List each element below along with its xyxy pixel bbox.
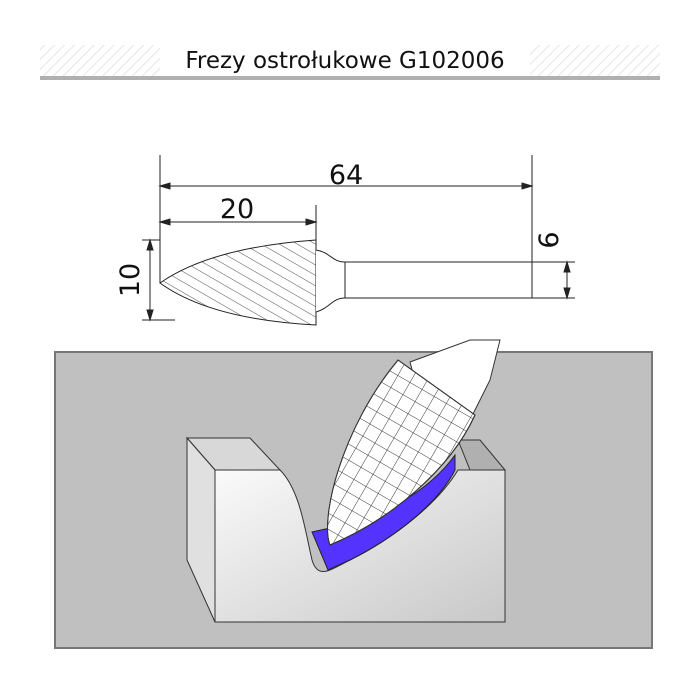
- usage-illustration: [54, 339, 653, 649]
- burr-head: [159, 239, 317, 326]
- page-title: Frezy ostrołukowe G102006: [185, 48, 505, 74]
- dim-head-length: 20: [220, 194, 254, 225]
- title-band: [40, 45, 660, 80]
- dim-head-diameter: 10: [115, 263, 146, 297]
- dim-total-length: 64: [329, 160, 363, 191]
- dim-shank-diameter: 6: [534, 231, 565, 248]
- burr-drawing: [142, 155, 575, 326]
- burr-neck: [315, 249, 533, 313]
